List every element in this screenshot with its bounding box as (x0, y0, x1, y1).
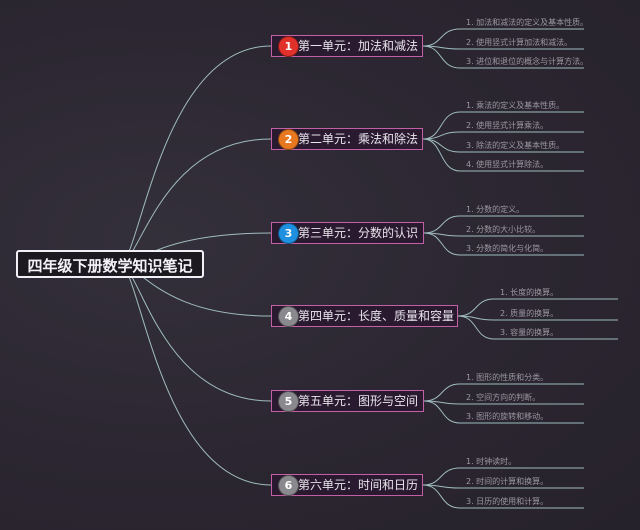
unit-6-item[interactable]: 2. 时间的计算和换算。 (466, 477, 549, 486)
unit-5-item[interactable]: 3. 图形的旋转和移动。 (466, 412, 549, 421)
connector-unit-item (422, 28, 584, 47)
unit-2-item[interactable]: 2. 使用竖式计算乘法。 (466, 121, 549, 130)
unit-6-item[interactable]: 3. 日历的使用和计算。 (466, 497, 549, 506)
unit-number-badge: 3 (278, 223, 299, 244)
connector-unit-item (423, 400, 584, 405)
connector-unit-item (422, 484, 584, 509)
connector-unit-item (422, 45, 584, 50)
unit-5-item[interactable]: 2. 空间方向的判断。 (466, 393, 541, 402)
unit-number-badge: 4 (278, 306, 299, 327)
unit-2-item[interactable]: 1. 乘法的定义及基本性质。 (466, 101, 565, 110)
connector-unit-item (422, 111, 584, 140)
unit-title: 第五单元：图形与空间 (298, 394, 419, 408)
unit-title: 第六单元：时间和日历 (298, 478, 419, 492)
connector-unit-item (457, 298, 618, 317)
unit-2-item[interactable]: 4. 使用竖式计算除法。 (466, 160, 549, 169)
root-node[interactable]: 四年级下册数学知识笔记 (16, 250, 204, 278)
connector-unit-item (422, 138, 584, 172)
connector-unit-item (422, 45, 584, 69)
connector-unit-item (422, 484, 584, 489)
unit-4-item[interactable]: 3. 容量的换算。 (500, 328, 559, 337)
unit-2-item[interactable]: 3. 除法的定义及基本性质。 (466, 141, 565, 150)
connector-unit-item (422, 131, 584, 140)
unit-4-item[interactable]: 2. 质量的换算。 (500, 309, 559, 318)
connector-unit-item (423, 400, 584, 424)
unit-number-badge: 6 (278, 475, 299, 496)
unit-5-item[interactable]: 1. 图形的性质和分类。 (466, 373, 549, 382)
connector-root-unit-5 (119, 263, 272, 402)
connector-unit-item (423, 232, 584, 237)
unit-1-item[interactable]: 3. 进位和退位的概念与计算方法。 (466, 57, 589, 66)
connector-unit-item (422, 467, 584, 486)
unit-number-badge: 5 (278, 391, 299, 412)
connector-unit-item (423, 232, 584, 256)
unit-3-item[interactable]: 2. 分数的大小比较。 (466, 225, 541, 234)
connector-root-unit-1 (119, 45, 272, 265)
connector-unit-item (423, 215, 584, 234)
unit-title: 第四单元：长度、质量和容量 (298, 309, 455, 323)
connector-unit-item (423, 383, 584, 402)
unit-number-badge: 2 (278, 129, 299, 150)
unit-number-badge: 1 (278, 36, 299, 57)
unit-6-item[interactable]: 1. 时钟读时。 (466, 457, 517, 466)
unit-3-item[interactable]: 3. 分数的简化与化简。 (466, 244, 549, 253)
unit-title: 第一单元：加法和减法 (298, 39, 419, 53)
unit-4-item[interactable]: 1. 长度的换算。 (500, 288, 559, 297)
unit-3-item[interactable]: 1. 分数的定义。 (466, 205, 525, 214)
connector-unit-item (457, 315, 618, 340)
unit-title: 第三单元：分数的认识 (298, 226, 419, 240)
connector-root-unit-2 (119, 138, 272, 265)
unit-title: 第二单元：乘法和除法 (298, 132, 419, 146)
unit-1-item[interactable]: 1. 加法和减法的定义及基本性质。 (466, 18, 589, 27)
root-title: 四年级下册数学知识笔记 (27, 257, 193, 275)
connector-unit-item (457, 315, 618, 321)
unit-1-item[interactable]: 2. 使用竖式计算加法和减法。 (466, 38, 573, 47)
